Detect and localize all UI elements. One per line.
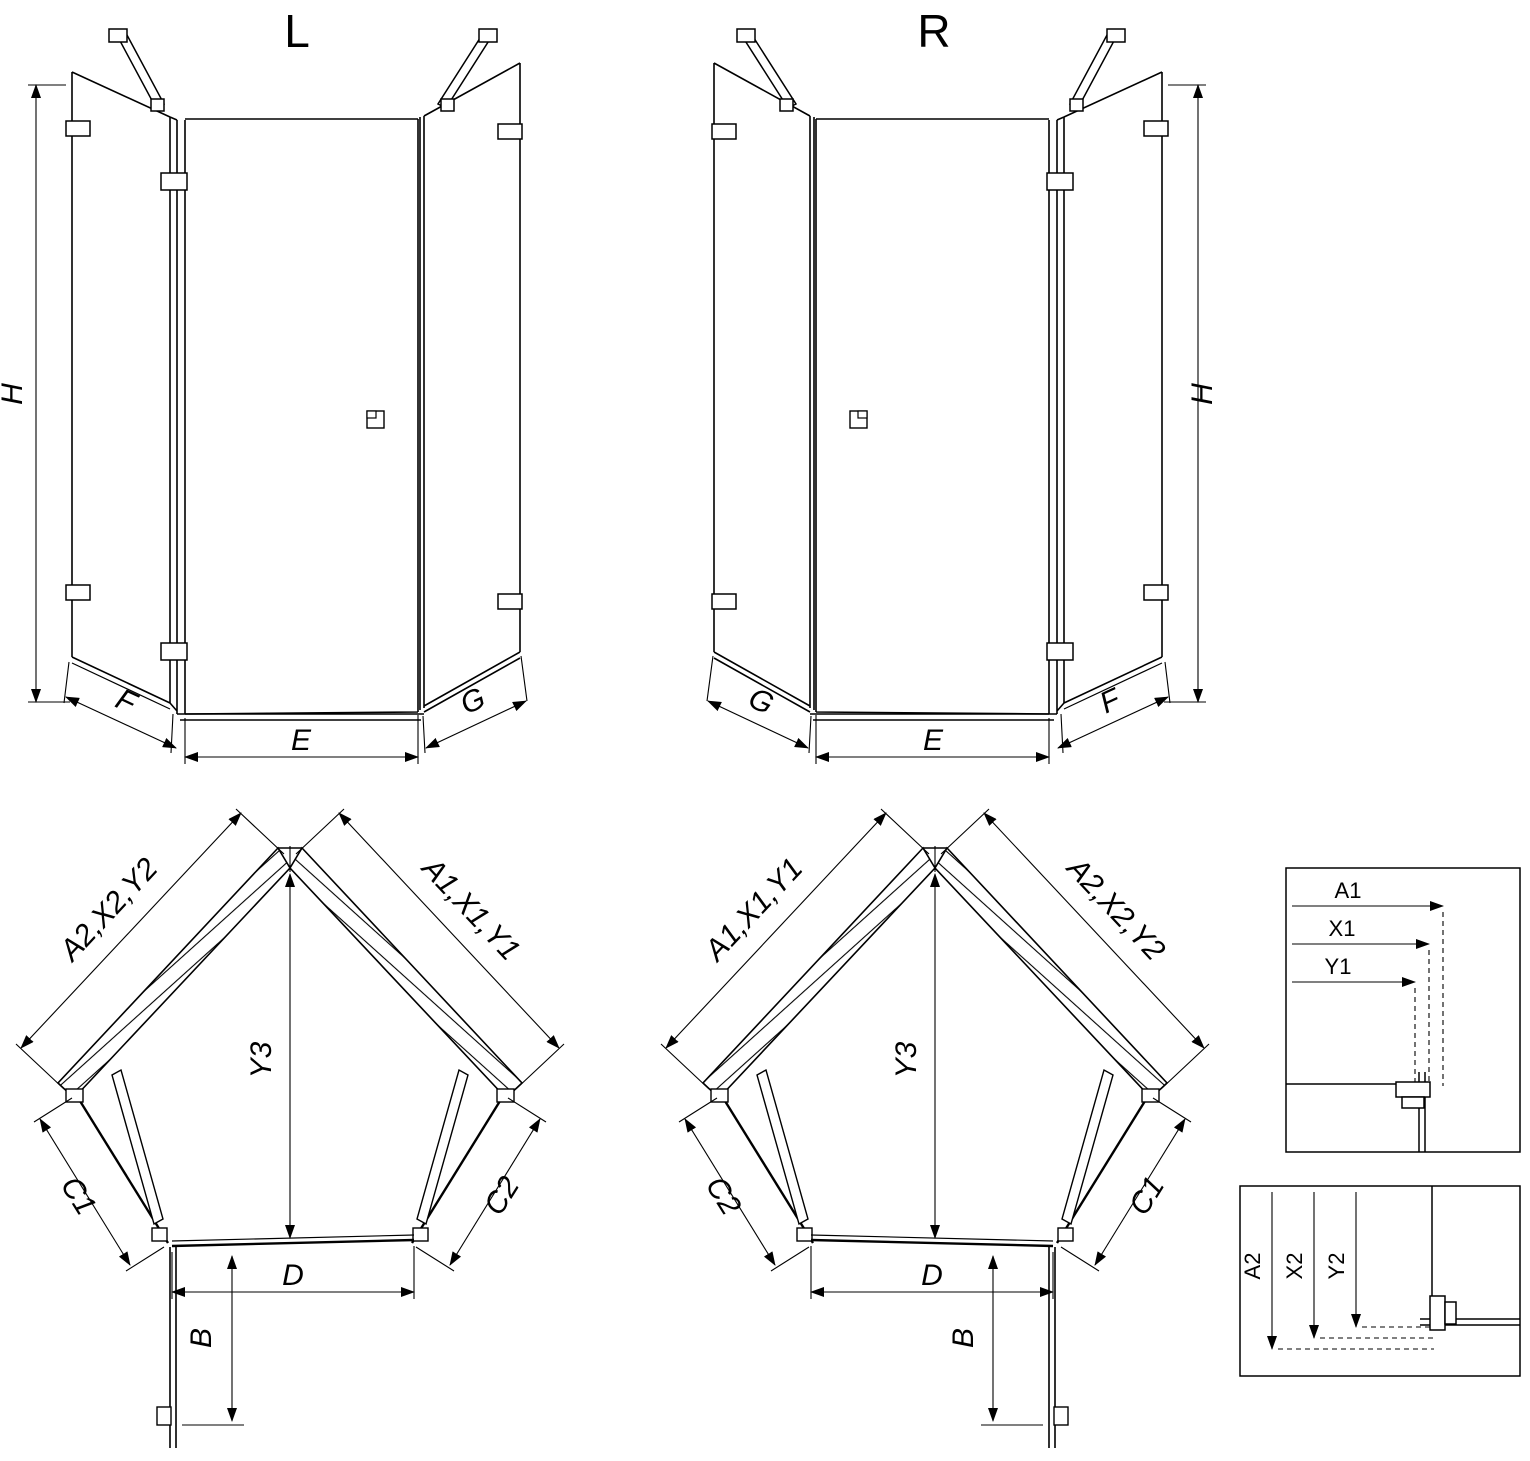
dim-label-y3-planR: Y3 [890, 1041, 923, 1078]
dim-label-b-planL: B [185, 1328, 218, 1348]
detail-label-x2: X2 [1282, 1253, 1307, 1280]
dim-label-wall-upper-left-planL: A2,X2,Y2 [52, 852, 164, 969]
dim-label-wall-upper-left-planR: A1,X1,Y1 [697, 852, 809, 969]
dim-label-c2-planL: C2 [478, 1171, 526, 1221]
dim-label-g-right: G [743, 682, 778, 722]
dim-label-g-left: G [455, 682, 490, 722]
dim-label-e-left: E [291, 724, 312, 757]
dim-label-c1-planR: C1 [1123, 1171, 1171, 1221]
dim-label-c2-planR: C2 [699, 1171, 747, 1221]
dim-label-b-planR: B [947, 1328, 980, 1348]
dim-label-f-left: F [111, 683, 143, 721]
dim-label-d-planL: D [282, 1259, 304, 1292]
view-title-right: R [917, 5, 950, 57]
dim-label-wall-upper-right-planL: A1,X1,Y1 [414, 850, 526, 967]
dim-label-e-right: E [923, 724, 944, 757]
view-title-left: L [284, 5, 310, 57]
detail-label-y2: Y2 [1324, 1253, 1349, 1280]
detail-inset-horizontal [1285, 867, 1521, 1153]
detail-label-x1: X1 [1329, 916, 1356, 941]
dim-label-height-right: H [1186, 383, 1219, 405]
detail-inset-vertical [1239, 1185, 1521, 1377]
dim-label-d-planR: D [921, 1259, 943, 1292]
elevation-view-right [707, 29, 1206, 764]
dim-label-height-left: H [0, 383, 29, 405]
dim-label-wall-upper-right-planR: A2,X2,Y2 [1059, 850, 1171, 967]
detail-label-y1: Y1 [1325, 954, 1352, 979]
dim-label-f-right: F [1095, 682, 1127, 720]
dim-label-c1-planL: C1 [54, 1171, 102, 1221]
detail-label-a2: A2 [1240, 1253, 1265, 1280]
dim-label-y3-planL: Y3 [245, 1041, 278, 1078]
detail-label-a1: A1 [1335, 878, 1362, 903]
elevation-view-left [28, 29, 527, 764]
